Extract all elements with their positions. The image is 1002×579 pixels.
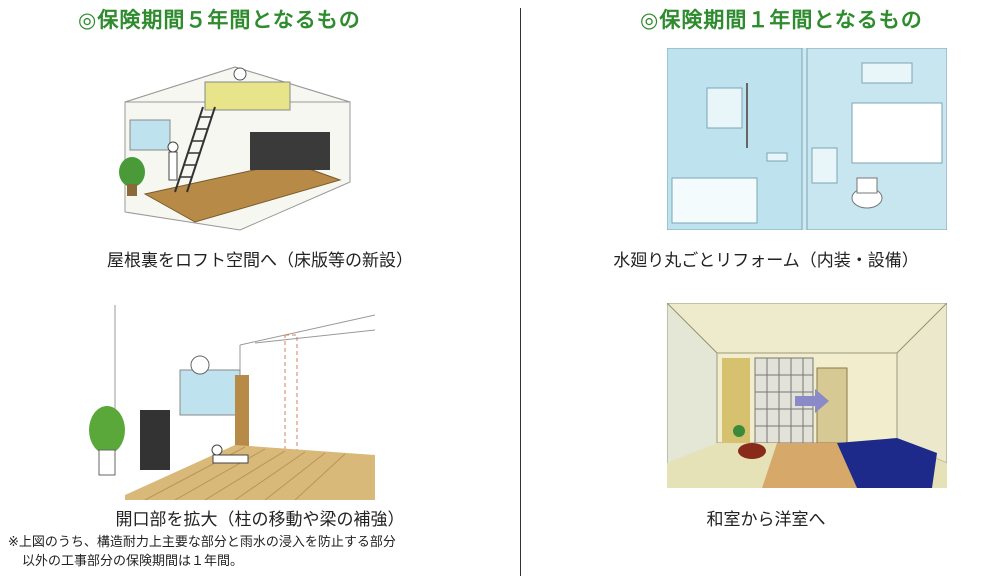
caption-open-space: 開口部を拡大（柱の移動や梁の補強） — [115, 510, 405, 530]
left-heading: ◎保険期間５年間となるもの — [78, 8, 361, 32]
column-divider — [520, 8, 521, 576]
note-line-1: ※上図のうち、構造耐力上主要な部分と雨水の浸入を防止する部分 — [8, 535, 396, 550]
washitsu-to-western-illustration — [667, 303, 947, 488]
note-line-2: 以外の工事部分の保険期間は１年間。 — [22, 554, 244, 569]
bathroom-kitchen-illustration — [667, 48, 947, 230]
right-heading: ◎保険期間１年間となるもの — [640, 8, 923, 32]
open-space-illustration — [89, 305, 375, 500]
caption-washitsu: 和室から洋室へ — [706, 510, 826, 530]
caption-water-area: 水廻り丸ごとリフォーム（内装・設備） — [613, 251, 919, 271]
loft-illustration — [119, 66, 351, 231]
caption-loft: 屋根裏をロフト空間へ（床版等の新設） — [107, 251, 413, 271]
